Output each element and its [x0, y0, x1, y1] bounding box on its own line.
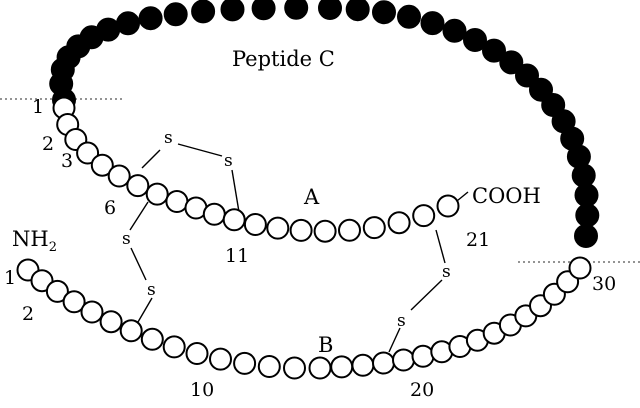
b-chain-residue-16 [330, 355, 354, 379]
b-chain [16, 256, 592, 380]
b-residue-1-label: 1 [4, 267, 16, 289]
chain-a-label: A [303, 185, 320, 209]
sulfur-b7: s [147, 280, 156, 300]
a-chain [52, 96, 460, 243]
bond-a20-s [435, 229, 446, 264]
a-chain-residue-20 [412, 204, 436, 228]
b-chain-residue-18 [372, 351, 395, 375]
peptide-c-residue-18 [397, 4, 421, 29]
peptide-c-residue-9 [138, 6, 163, 31]
b-chain-residue-20 [411, 344, 435, 368]
b-chain-residue-12 [233, 351, 257, 375]
b-residue-10-label: 10 [190, 379, 214, 401]
b-residue-30-label: 30 [592, 273, 616, 295]
b-residue-20-label: 20 [410, 379, 434, 401]
a-chain-residue-16 [313, 219, 337, 243]
a-residue-6-label: 6 [104, 197, 116, 219]
peptide-c-residue-31 [574, 183, 599, 208]
peptide-c-residue-22 [482, 38, 506, 63]
a-chain-residue-18 [362, 216, 386, 240]
peptide-c-residue-33 [574, 224, 598, 248]
a-chain-residue-14 [266, 216, 290, 240]
b-chain-residue-19 [392, 348, 415, 372]
b-chain-residue-10 [185, 342, 209, 365]
sulfur-a20: s [442, 262, 451, 282]
disulfide-bonds [129, 143, 469, 353]
peptide-c-residue-15 [318, 0, 342, 20]
b-chain-residue-17 [351, 353, 375, 377]
peptide-c-residue-16 [345, 0, 370, 22]
nh2-main: NH [12, 227, 49, 251]
sulfur-a6: s [164, 128, 173, 148]
a-residue-21-label: 21 [466, 229, 490, 251]
b-chain-residue-6 [99, 310, 123, 334]
bond-ss-link-left [130, 247, 147, 281]
peptide-c-residue-14 [284, 0, 309, 20]
chain-b-label: B [318, 333, 333, 357]
a-chain-residue-7 [126, 174, 150, 198]
sulfur-a7: s [122, 229, 131, 249]
peptide-c-residue-20 [442, 18, 467, 43]
b-chain-residue-15 [308, 356, 332, 380]
peptide-c-residue-13 [251, 0, 276, 21]
a-chain-residue-5 [90, 153, 114, 177]
peptide-c-residue-7 [96, 17, 121, 42]
b-chain-residue-14 [283, 356, 306, 380]
peptide-c-residue-32 [575, 203, 600, 228]
b-chain-residue-13 [257, 355, 281, 378]
peptide-c-residue-21 [463, 28, 487, 52]
bond-intra-ss [177, 143, 223, 157]
a-residue-2-label: 2 [42, 133, 54, 155]
cooh-label: COOH [472, 184, 541, 208]
b-residue-2-label: 2 [22, 303, 34, 325]
bond-a11-s [231, 169, 240, 213]
peptide-c-residue-23 [499, 50, 524, 75]
a-chain-residue-17 [338, 218, 361, 242]
b-chain-residue-7 [119, 319, 143, 343]
a-chain-residue-13 [243, 213, 267, 236]
bond-ss-link-right [410, 279, 443, 311]
a-chain-residue-19 [387, 211, 411, 235]
bond-a6-s [141, 149, 161, 169]
peptide-c-chain [49, 0, 600, 248]
sulfur-b19: s [397, 311, 406, 331]
b-chain-residue-8 [140, 327, 164, 351]
a-chain-residue-15 [289, 218, 313, 242]
nh2-subscript: 2 [49, 240, 57, 255]
b-chain-residue-9 [162, 335, 186, 359]
a-chain-residue-9 [165, 190, 189, 213]
peptide-c-residue-17 [372, 0, 396, 25]
a-chain-residue-12 [222, 208, 246, 232]
b-chain-residue-11 [209, 347, 232, 371]
nh2-label: NH2 [12, 227, 57, 255]
a-chain-residue-4 [76, 141, 100, 165]
b-chain-residue-30 [568, 256, 592, 280]
bond-b19-s [388, 327, 401, 353]
peptide-c-residue-8 [116, 11, 140, 36]
peptide-c-label: Peptide C [232, 47, 335, 71]
b-chain-residue-5 [80, 300, 104, 324]
b-chain-residue-3 [45, 279, 69, 303]
a-residue-3-label: 3 [61, 150, 73, 172]
peptide-c-residue-30 [571, 163, 596, 188]
a-chain-residue-11 [202, 202, 226, 226]
b-chain-residue-2 [30, 269, 54, 293]
a-chain-residue-8 [145, 182, 169, 206]
a-chain-residue-21 [436, 194, 460, 218]
a-residue-1-label: 1 [32, 96, 44, 118]
b-chain-residue-4 [62, 290, 86, 314]
a-residue-11-label: 11 [225, 245, 249, 267]
peptide-c-residue-19 [420, 11, 445, 36]
bond-b7-s [137, 297, 153, 323]
bond-a7-s [129, 201, 149, 231]
peptide-c-residue-12 [220, 0, 245, 22]
peptide-c-residue-24 [515, 63, 539, 88]
sulfur-a11: s [224, 151, 233, 171]
a-chain-residue-6 [107, 164, 131, 188]
peptide-c-residue-11 [191, 0, 216, 24]
peptide-c-residue-10 [163, 2, 188, 27]
